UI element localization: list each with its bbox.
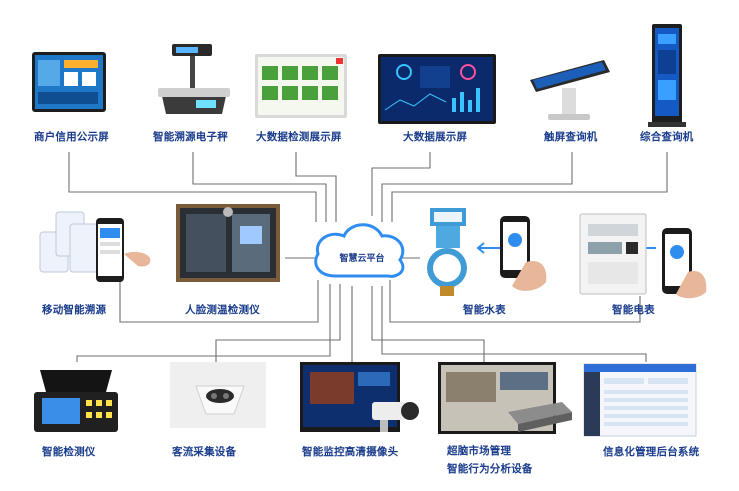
label-integrated-kiosk: 综合查询机 <box>640 131 694 143</box>
label-supermarket-mgmt: 超脑市场管理 <box>447 445 512 457</box>
label-smart-scale: 智能溯源电子秤 <box>153 131 228 143</box>
line-smart-scale <box>192 152 327 222</box>
line-bigdata-display <box>371 152 431 216</box>
touch-kiosk-icon <box>530 60 610 120</box>
integrated-kiosk-icon <box>648 24 686 127</box>
bigdata-test-display-icon <box>255 54 347 118</box>
label-electric-meter: 智能电表 <box>612 304 655 316</box>
cloud-hub-icon <box>314 223 405 278</box>
label-mobile-trace: 移动智能溯源 <box>42 304 107 316</box>
bigdata-display-icon <box>378 54 496 124</box>
line-touch-kiosk <box>381 152 573 222</box>
line-info-backend <box>381 286 647 362</box>
smart-tester-icon <box>34 370 118 432</box>
line-smart-tester <box>76 284 331 362</box>
line-merchant-display <box>68 152 317 222</box>
label-bigdata-display: 大数据展示屏 <box>403 131 468 143</box>
water-meter-icon <box>427 208 547 296</box>
line-people-counter <box>215 284 341 362</box>
label-water-meter: 智能水表 <box>463 304 506 316</box>
smart-scale-icon <box>158 44 230 114</box>
line-bigdata-test <box>295 152 337 222</box>
line-integrated-kiosk <box>391 152 668 222</box>
label-hd-camera: 智能监控高清摄像头 <box>302 446 399 458</box>
line-supermarket <box>371 286 485 362</box>
label-info-backend: 信息化管理后台系统 <box>603 446 700 458</box>
label-behavior-analysis: 智能行为分析设备 <box>447 463 533 475</box>
people-counter-icon <box>170 362 266 428</box>
line-mobile-trace <box>119 268 319 323</box>
mobile-trace-icon <box>39 211 151 282</box>
info-backend-icon <box>583 363 697 437</box>
label-people-counter: 客流采集设备 <box>172 446 237 458</box>
merchant-display-icon <box>32 52 106 112</box>
label-merchant-display: 商户信用公示屏 <box>34 131 109 143</box>
electric-meter-icon <box>579 213 707 299</box>
arrow-water <box>476 242 500 254</box>
label-bigdata-test-display: 大数据检测展示屏 <box>256 131 342 143</box>
label-face-temp-detector: 人脸测温检测仪 <box>185 304 260 316</box>
platform-label: 智慧云平台 <box>339 254 385 264</box>
supermarket-mgmt-icon <box>438 362 572 434</box>
face-temp-detector-icon <box>176 204 280 282</box>
label-smart-tester: 智能检测仪 <box>42 446 96 458</box>
label-touch-kiosk: 触屏查询机 <box>544 131 598 143</box>
hd-camera-icon <box>300 362 419 432</box>
line-electric-meter <box>389 280 641 323</box>
